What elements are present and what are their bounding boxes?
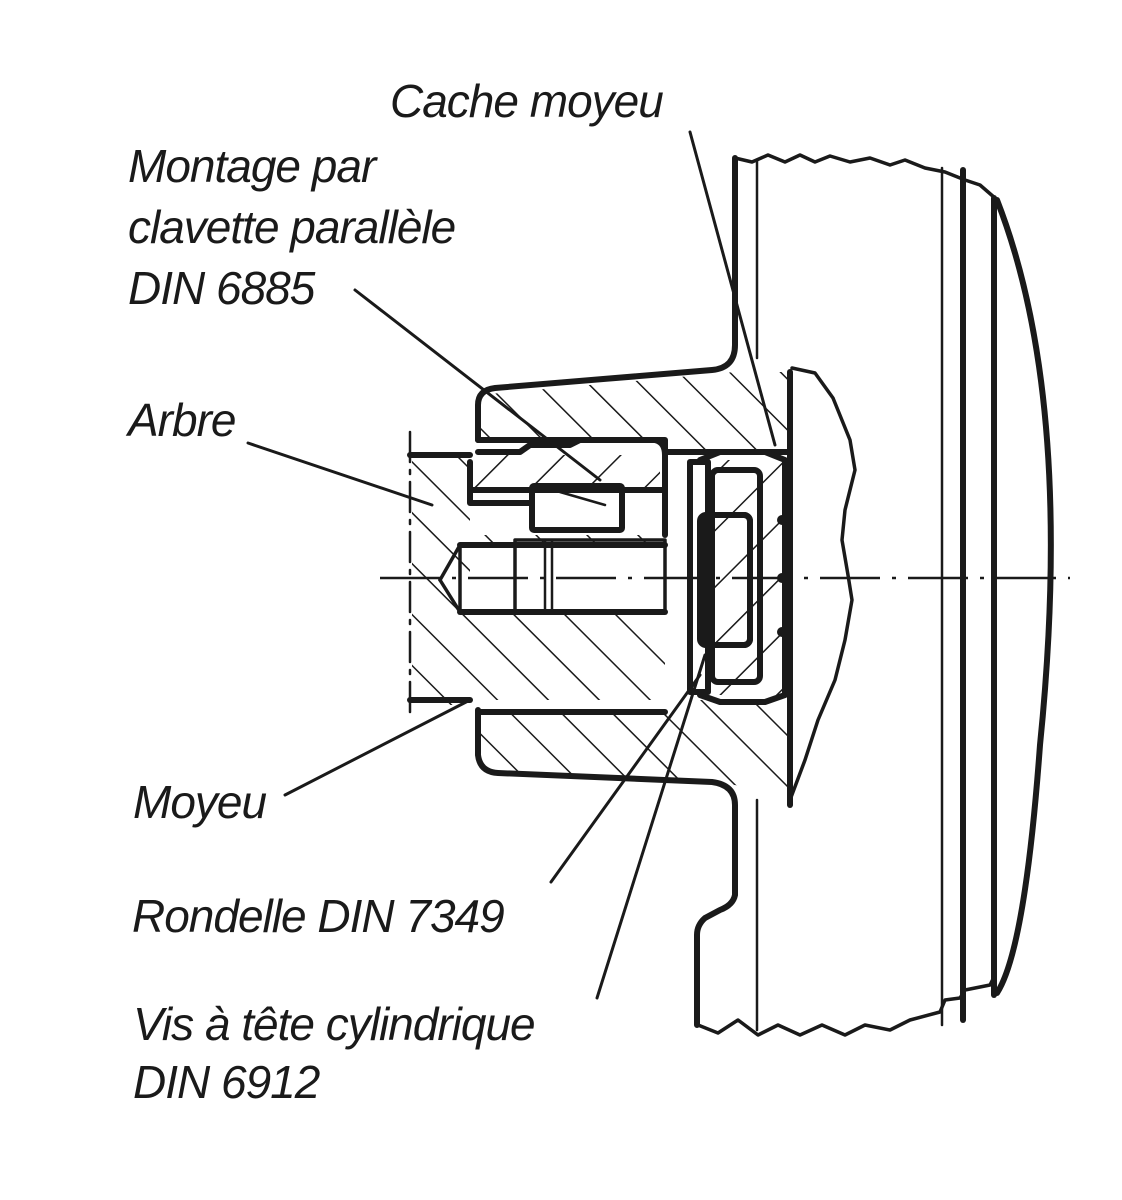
leader-moyeu: [283, 698, 472, 797]
leader-arbre: [246, 441, 434, 507]
label-montage-line2: clavette parallèle: [128, 201, 455, 253]
label-montage-line3: DIN 6885: [128, 262, 316, 314]
label-montage-line1: Montage par: [128, 140, 378, 192]
leader-vis: [595, 653, 707, 1000]
leader-montage: [353, 288, 602, 482]
label-cache-moyeu: Cache moyeu: [390, 75, 663, 127]
labels: Cache moyeu Montage par clavette parallè…: [125, 75, 664, 1108]
label-arbre: Arbre: [125, 394, 235, 446]
hub-section: [475, 372, 793, 800]
label-rondelle: Rondelle DIN 7349: [132, 890, 504, 942]
label-vis-line2: DIN 6912: [133, 1056, 320, 1108]
leader-cache-moyeu: [688, 130, 777, 447]
shaft-section: [407, 430, 668, 722]
leader-lines: [246, 130, 777, 1000]
label-moyeu: Moyeu: [133, 776, 266, 828]
leader-rondelle: [549, 673, 702, 884]
label-vis-line1: Vis à tête cylindrique: [133, 998, 535, 1050]
